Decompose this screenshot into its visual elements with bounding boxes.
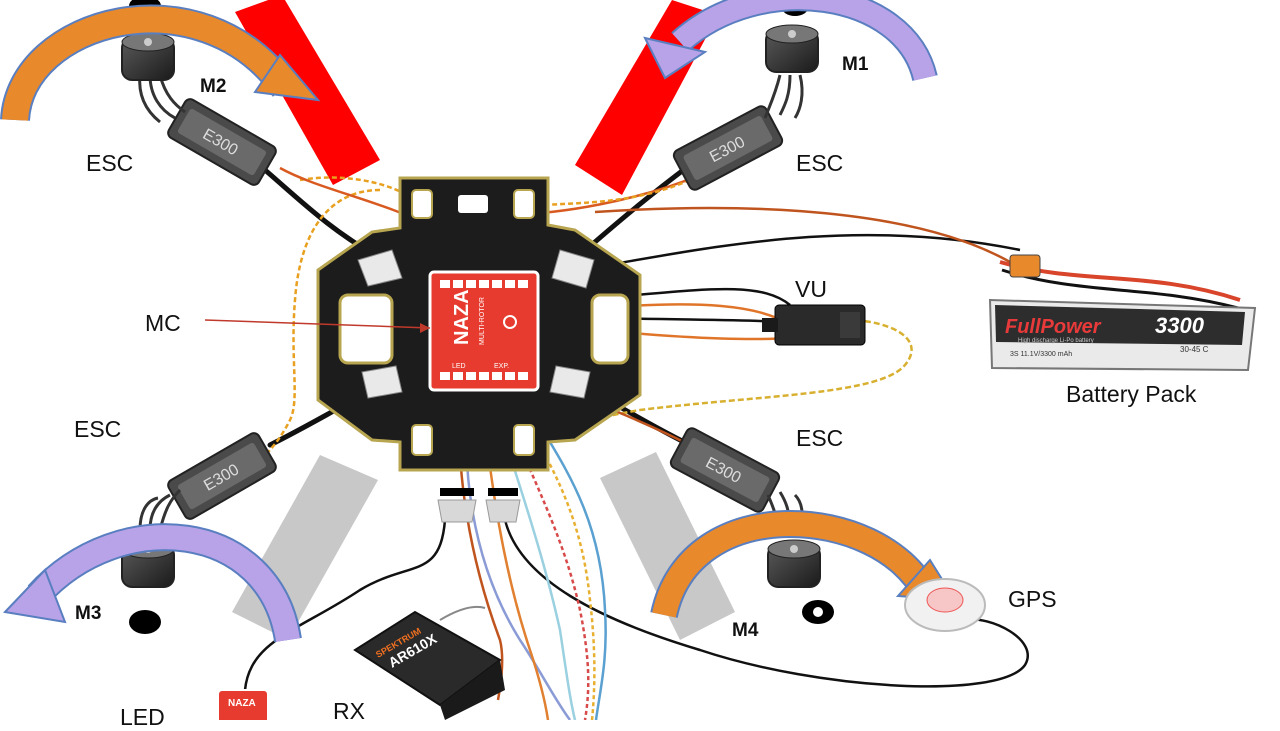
frame-slot [513,189,535,219]
led-module-brand: NAZA [228,698,256,709]
frame-slot [590,293,630,365]
gps-module [904,578,986,632]
led-module: NAZA [217,689,269,720]
mc-pointer-head [420,323,430,333]
vu-module [762,304,866,346]
flight-controller: NAZA MULTI-ROTOR LED EXP. [428,270,540,392]
naza-controller [428,270,540,392]
motor-m1 [765,24,819,73]
frame-slot [411,424,433,456]
label-m3: M3 [75,603,102,624]
frame-slot [458,195,488,213]
label-m1: M1 [842,54,869,75]
controller-pins-bottom [440,372,528,380]
esc-top-left: E300 [167,98,277,186]
rotation-arrow-m3 [2,523,302,643]
esc-top-right: E300 [672,105,784,191]
battery-pack: FullPower 3300 High discharge Li-Po batt… [988,254,1257,372]
rotation-arrow-m1 [643,0,938,82]
battery-subtitle: High discharge Li-Po battery [1018,338,1094,344]
battery-brand: FullPower [1005,316,1102,338]
mc-pointer [204,319,431,329]
label-gps: GPS [1008,586,1057,612]
label-rx: RX [333,698,365,724]
receiver-rx: SPEKTRUM AR610X [353,605,505,720]
controller-pins-top [440,280,528,288]
motor-m4 [767,539,821,588]
rear-arm-right-marker [600,452,735,640]
frame-slot [411,189,433,219]
motor-connectors [437,488,521,523]
frame-slot [338,293,394,365]
rotation-arrow-m2 [0,4,321,122]
label-esc-bottom-right: ESC [796,425,844,451]
controller-sub: MULTI-ROTOR [479,297,486,345]
label-led: LED [120,704,165,730]
battery-connector [1009,254,1041,278]
label-esc-bottom-left: ESC [74,416,122,442]
prop-nut-m3 [129,610,161,634]
label-vu: VU [795,276,827,302]
battery-c-rating: 30-45 C [1180,345,1209,354]
label-esc-top-right: ESC [796,150,844,176]
dji-logo-icon [503,315,517,329]
label-m4: M4 [732,620,759,641]
controller-port-led: LED [452,363,466,370]
controller-port-exp: EXP. [494,363,509,370]
battery-spec: 3S 11.1V/3300 mAh [1010,351,1072,358]
label-esc-top-left: ESC [86,150,134,176]
esc-bottom-left: E300 [167,432,277,520]
frame-slot [513,424,535,456]
esc-bottom-right: E300 [669,427,781,513]
controller-brand: NAZA [451,289,473,345]
label-m2: M2 [200,76,227,97]
battery-capacity: 3300 [1155,313,1205,338]
motor-m2 [121,32,175,81]
label-mc: MC [145,310,181,336]
label-battery-pack: Battery Pack [1066,381,1197,407]
